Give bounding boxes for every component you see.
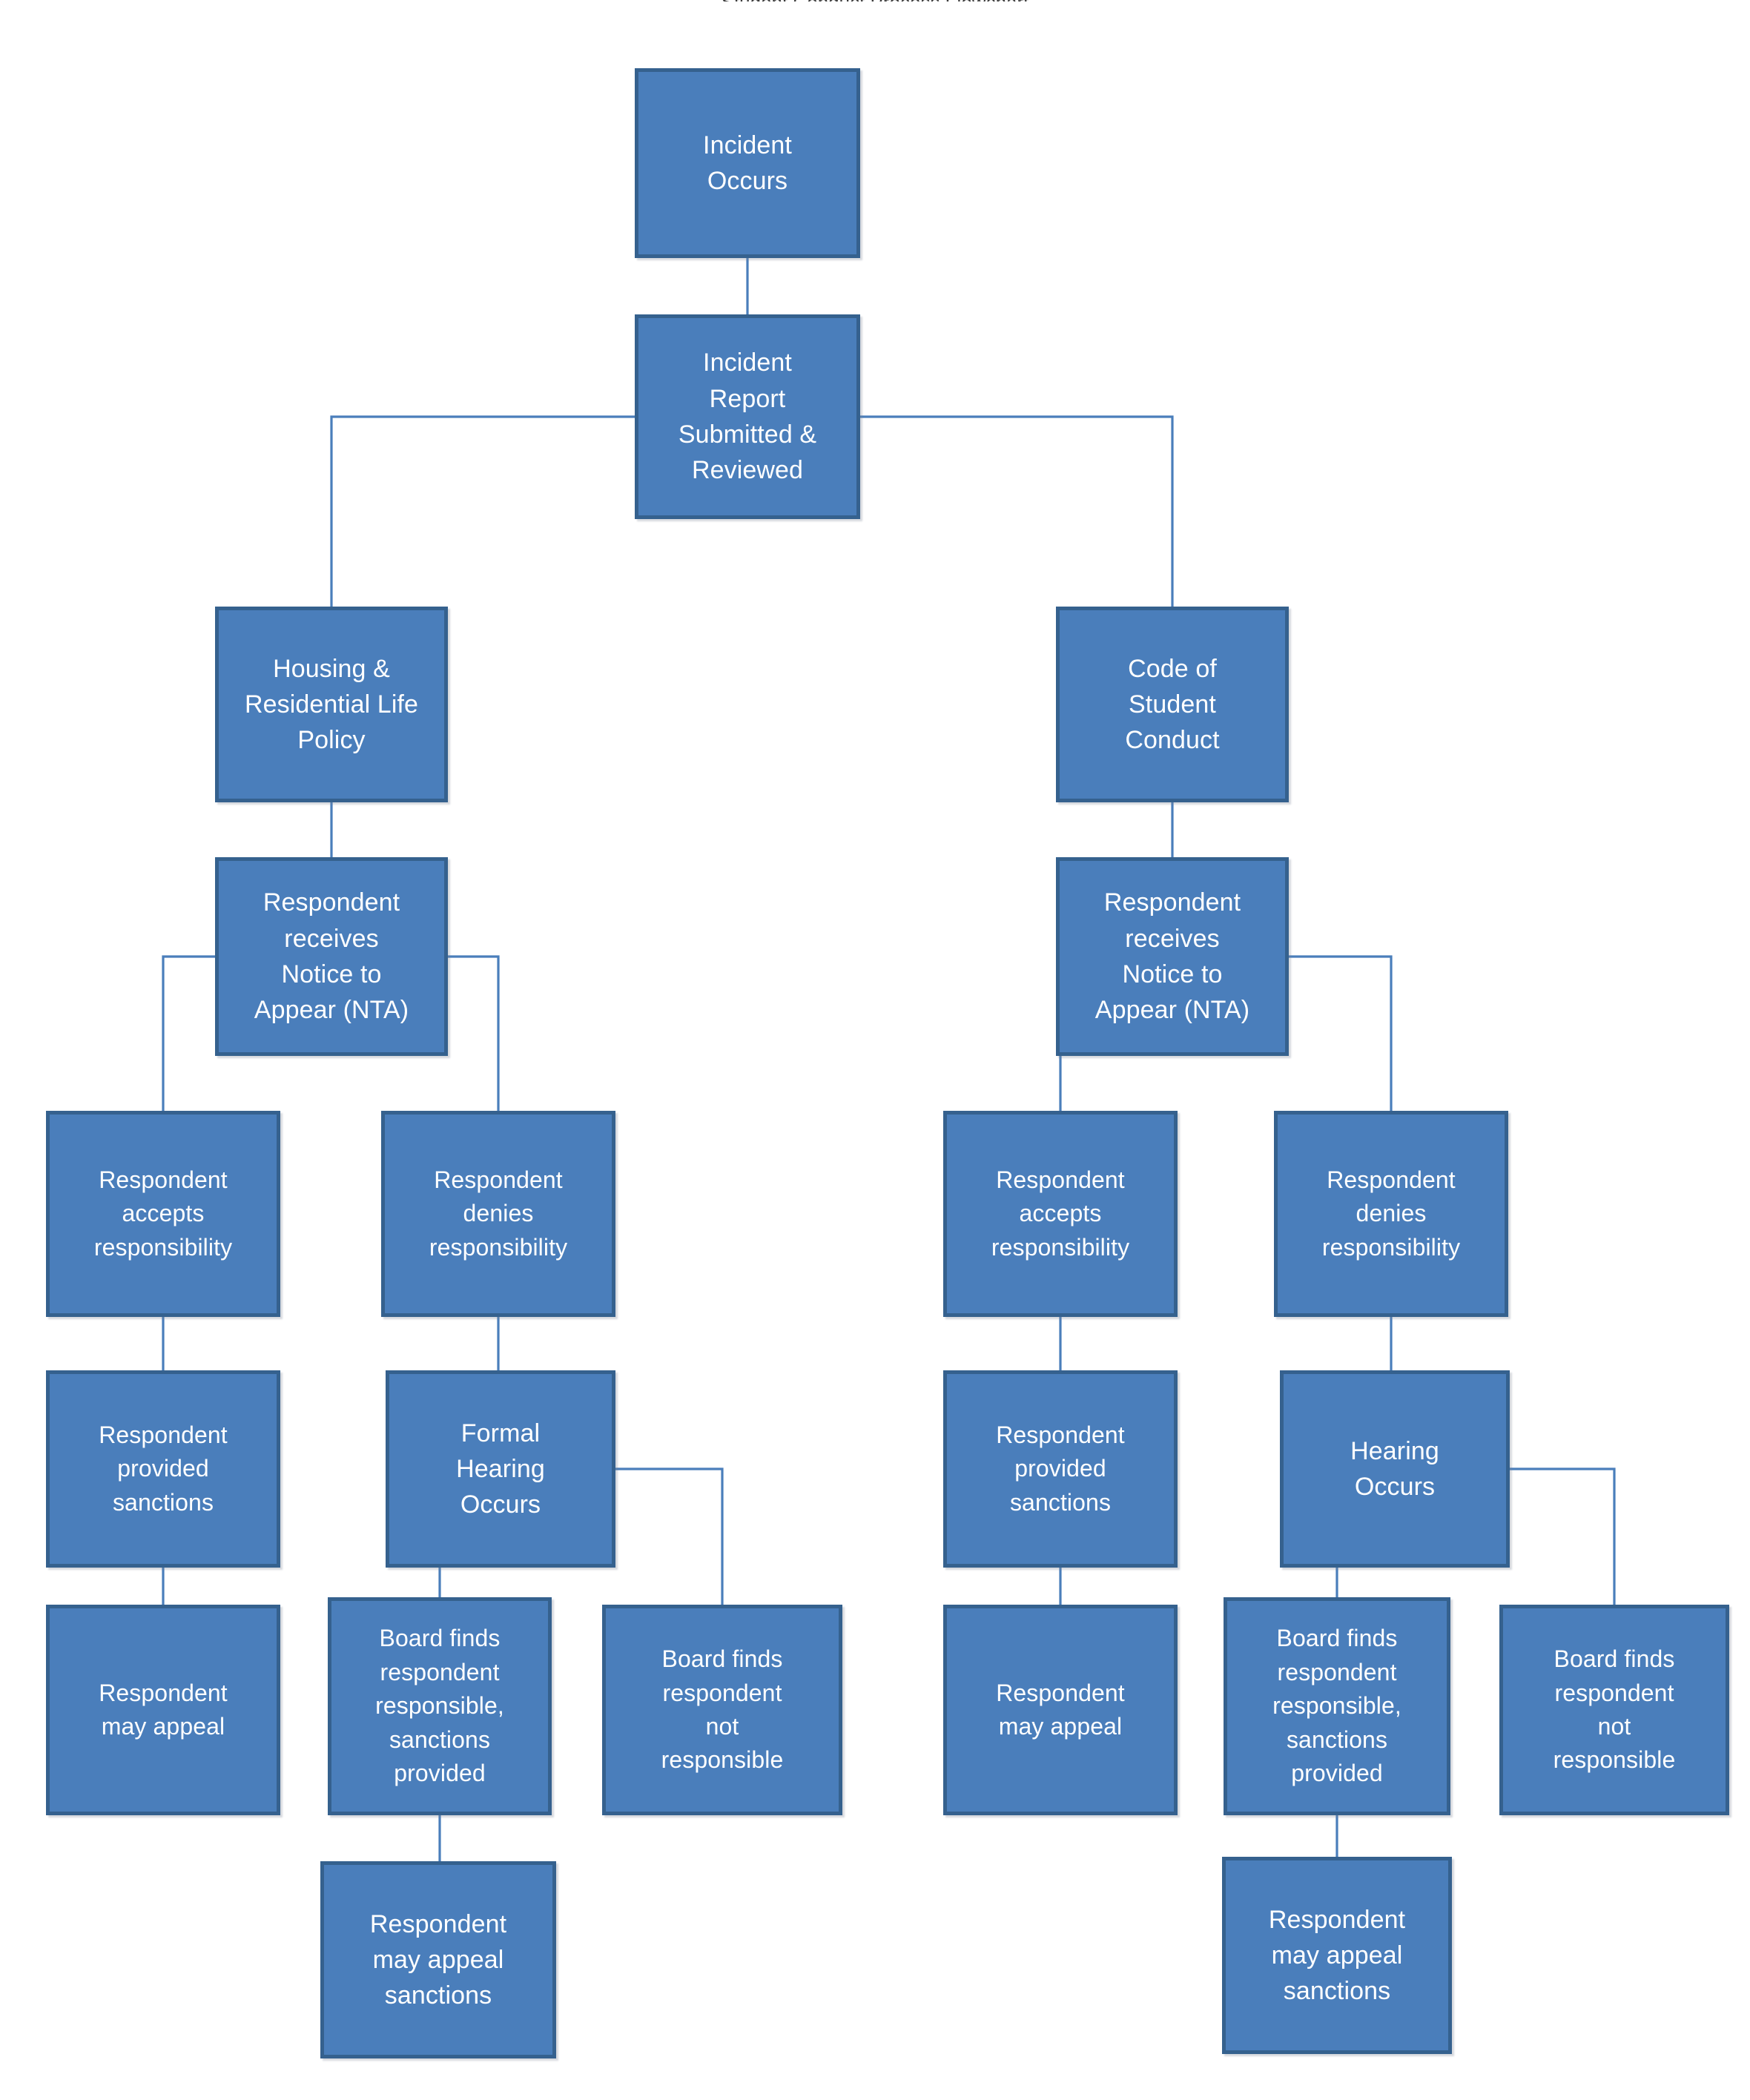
node-respondent-may-appeal-sanctions[interactable]: Respondent may appeal sanctions xyxy=(320,1861,556,2058)
node-label: Incident Report Submitted & Reviewed xyxy=(678,349,817,485)
node-label: Respondent receives Notice to Appear (NT… xyxy=(254,888,409,1025)
node-label: Board finds respondent not responsible xyxy=(661,1645,784,1774)
node-label: Respondent may appeal sanctions xyxy=(369,1909,507,2010)
node-board-finds-respondent-not-responsible[interactable]: Board finds respondent not responsible xyxy=(602,1605,842,1815)
node-respondent-may-appeal[interactable]: Respondent may appeal xyxy=(46,1605,280,1815)
node-label: Board finds respondent responsible, sanc… xyxy=(1272,1625,1401,1787)
node-label: Housing & Residential Life Policy xyxy=(244,654,419,755)
node-label: Incident Occurs xyxy=(703,131,792,195)
node-label: Respondent accepts responsibility xyxy=(991,1166,1130,1261)
node-incident-occurs[interactable]: Incident Occurs xyxy=(635,68,860,258)
node-label: Hearing Occurs xyxy=(1350,1436,1439,1501)
node-formal-hearing-occurs[interactable]: Formal Hearing Occurs xyxy=(386,1370,615,1568)
node-respondent-accepts-responsibility[interactable]: Respondent accepts responsibility xyxy=(46,1111,280,1317)
node-housing-residential-life-policy[interactable]: Housing & Residential Life Policy xyxy=(215,607,448,802)
node-label: Code of Student Conduct xyxy=(1125,654,1220,755)
node-board-finds-respondent-not-responsible[interactable]: Board finds respondent not responsible xyxy=(1499,1605,1729,1815)
node-incident-report-submitted-reviewed[interactable]: Incident Report Submitted & Reviewed xyxy=(635,314,860,519)
node-label: Respondent may appeal sanctions xyxy=(1268,1905,1406,2006)
node-respondent-provided-sanctions[interactable]: Respondent provided sanctions xyxy=(46,1370,280,1568)
node-label: Respondent denies responsibility xyxy=(1321,1166,1461,1261)
node-respondent-receives-notice-to-appear-nta[interactable]: Respondent receives Notice to Appear (NT… xyxy=(1056,857,1289,1056)
node-respondent-provided-sanctions[interactable]: Respondent provided sanctions xyxy=(943,1370,1178,1568)
node-board-finds-respondent-responsible-sanctions-p[interactable]: Board finds respondent responsible, sanc… xyxy=(1224,1597,1450,1815)
node-respondent-accepts-responsibility[interactable]: Respondent accepts responsibility xyxy=(943,1111,1178,1317)
node-label: Respondent denies responsibility xyxy=(429,1166,568,1261)
node-respondent-may-appeal[interactable]: Respondent may appeal xyxy=(943,1605,1178,1815)
node-label: Respondent provided sanctions xyxy=(996,1421,1125,1516)
node-label: Board finds respondent not responsible xyxy=(1553,1645,1676,1774)
node-respondent-denies-responsibility[interactable]: Respondent denies responsibility xyxy=(1274,1111,1508,1317)
node-label: Respondent may appeal xyxy=(99,1679,228,1740)
node-code-of-student-conduct[interactable]: Code of Student Conduct xyxy=(1056,607,1289,802)
node-respondent-receives-notice-to-appear-nta[interactable]: Respondent receives Notice to Appear (NT… xyxy=(215,857,448,1056)
node-label: Respondent receives Notice to Appear (NT… xyxy=(1094,888,1250,1025)
node-respondent-may-appeal-sanctions[interactable]: Respondent may appeal sanctions xyxy=(1222,1857,1452,2054)
node-respondent-denies-responsibility[interactable]: Respondent denies responsibility xyxy=(381,1111,615,1317)
node-label: Formal Hearing Occurs xyxy=(456,1419,545,1519)
node-board-finds-respondent-responsible-sanctions-p[interactable]: Board finds respondent responsible, sanc… xyxy=(328,1597,552,1815)
page-title: Student Conduct Process Flowchart xyxy=(0,0,1750,1)
node-hearing-occurs[interactable]: Hearing Occurs xyxy=(1280,1370,1510,1568)
node-label: Respondent accepts responsibility xyxy=(93,1166,233,1261)
node-label: Respondent may appeal xyxy=(996,1679,1125,1740)
node-label: Respondent provided sanctions xyxy=(99,1421,228,1516)
node-label: Board finds respondent responsible, sanc… xyxy=(375,1625,504,1787)
